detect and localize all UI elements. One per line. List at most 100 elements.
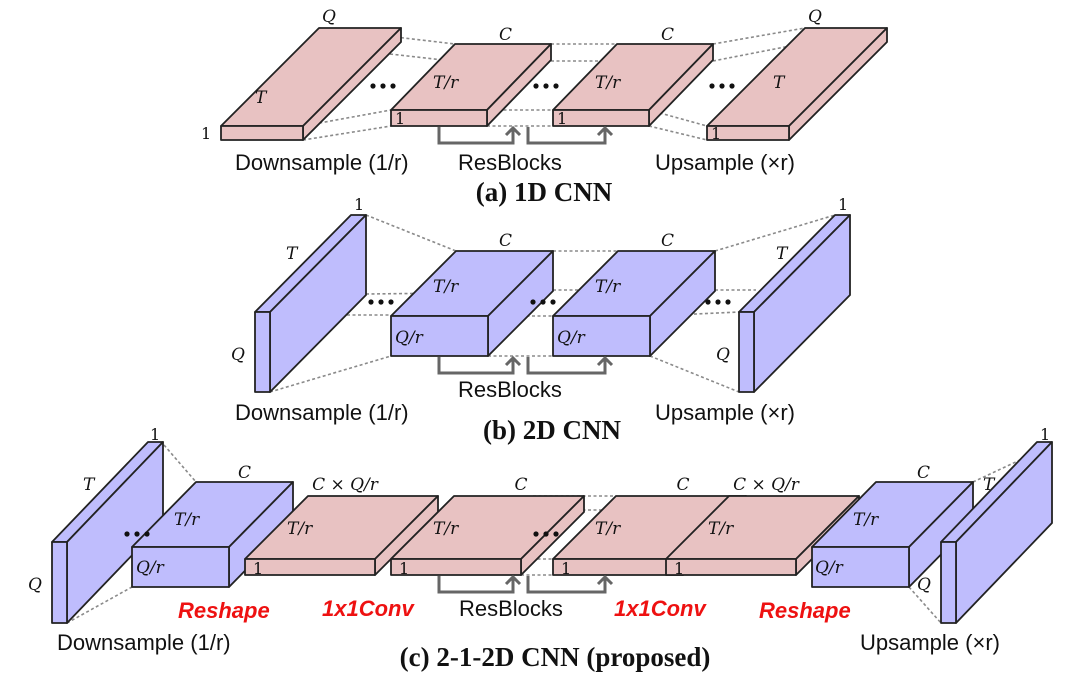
panel-a-downsample-label: Downsample (1/r): [235, 150, 409, 175]
panel-c-resblock-1-depth-label: T/r: [433, 519, 459, 539]
skip-arrowhead: [596, 574, 614, 586]
skip-arrowhead: [596, 355, 614, 367]
panel-c-reshaped-out-block-front-face: [665, 558, 797, 576]
panel-a-ellipsis-2: [533, 83, 559, 89]
ellipsis-dot: [705, 299, 711, 305]
panel-a-resblock-2-width-label: C: [661, 25, 674, 45]
text-labels: Downsample (1/r) ResBlocks Upsample (×r)…: [28, 7, 1050, 672]
skip-path: [526, 127, 607, 145]
panel-b-resblock-2-front-face: [552, 315, 651, 357]
panel-a-resblock-2-depth-label: T/r: [595, 73, 621, 93]
ellipsis-dot: [134, 531, 140, 537]
ellipsis-dot: [378, 299, 384, 305]
panel-a-output-block: [706, 27, 888, 141]
panel-c-conv-in-label: 1x1Conv: [322, 596, 415, 621]
panel-c-pre-upsample-height-label: Q/r: [815, 558, 844, 578]
panel-c-ellipsis-1: [124, 531, 150, 537]
ellipsis-dot: [124, 531, 130, 537]
panel-c-output-block: [940, 441, 1053, 624]
panel-b-caption: (b) 2D CNN: [483, 415, 621, 445]
connector-line: [649, 311, 740, 317]
connector-line: [648, 125, 708, 141]
panel-c-input-depth-label: T: [83, 475, 96, 495]
connector-line: [365, 214, 457, 252]
panel-c-reshaped-out-block-depth-label: T/r: [708, 519, 734, 539]
panel-b-resblock-2: [552, 250, 716, 357]
panel-c-resblock-2-depth-label: T/r: [595, 519, 621, 539]
panel-c-resblock-2-height-label: 1: [561, 559, 571, 578]
panel-b-output-height-label: Q: [716, 345, 730, 365]
panel-c-reshaped-out-block-width-label: C × Q/r: [733, 475, 800, 495]
connector-line: [908, 586, 942, 624]
panel-b-output-block-front-face: [738, 311, 755, 393]
ellipsis-dot: [530, 299, 536, 305]
panel-a-input-block: [220, 27, 402, 141]
panel-b-output-block: [738, 214, 851, 393]
panel-c-downsampled-width-label: C: [238, 463, 251, 483]
panel-b-input-height-label: Q: [231, 345, 245, 365]
panel-c-resblock-1-front-face: [390, 558, 522, 576]
panel-b-output-block-side-face: [753, 214, 851, 393]
panel-b-resblock-1-height-label: Q/r: [395, 328, 424, 348]
panel-a-upsample-label: Upsample (×r): [655, 150, 795, 175]
panel-b-resblock-1-depth-label: T/r: [433, 277, 459, 297]
panel-c-output-block-side-face: [955, 441, 1053, 624]
connector-line: [648, 109, 708, 127]
panel-c-reshaped-out-block-height-label: 1: [674, 559, 684, 578]
panel-c-reshaped-in-block-width-label: C × Q/r: [312, 475, 379, 495]
panel-b-skip-2: [526, 355, 614, 375]
ellipsis-dot: [380, 83, 386, 89]
ellipsis-dot: [543, 531, 549, 537]
panel-a-resblock-2-front-face: [552, 109, 650, 127]
ellipsis-dot: [553, 83, 559, 89]
ellipsis-dot: [144, 531, 150, 537]
panel-a-ellipsis-3: [709, 83, 735, 89]
ellipsis-dot: [533, 83, 539, 89]
panel-c-resblock-1: [390, 495, 585, 576]
panel-b-output-width-label: 1: [838, 195, 848, 214]
skip-arrowhead: [504, 125, 522, 137]
panel-a-resblock-1: [390, 43, 552, 127]
panel-c-output-depth-label: T: [983, 475, 996, 495]
panel-a-input-block-front-face: [220, 125, 304, 141]
panel-a-output-block-front-face: [706, 125, 790, 141]
skip-path: [437, 357, 515, 375]
panel-c-reshape-out-label: Reshape: [759, 598, 851, 623]
ellipsis-dot: [709, 83, 715, 89]
panel-c-pre-upsample-width-label: C: [917, 463, 930, 483]
ellipsis-dot: [368, 299, 374, 305]
panel-b-resblocks-label: ResBlocks: [458, 377, 562, 402]
skip-connections: [437, 125, 614, 594]
panel-c-output-width-label: 1: [1040, 425, 1050, 444]
ellipsis-dot: [390, 83, 396, 89]
panel-a-caption: (a) 1D CNN: [476, 177, 613, 207]
panel-b-skip-1: [437, 355, 522, 375]
panel-c-input-width-label: 1: [150, 425, 160, 444]
panel-c-downsampled-height-label: Q/r: [136, 558, 165, 578]
panel-a-skip-1: [437, 125, 522, 145]
ellipsis-dot: [543, 83, 549, 89]
panel-c-skip-1: [437, 574, 522, 594]
panel-a-resblock-1-width-label: C: [499, 25, 512, 45]
panel-c-reshaped-in-block: [244, 495, 439, 576]
panel-c-input-height-label: Q: [28, 575, 42, 595]
connector-line: [269, 355, 392, 393]
panel-c-downsample-label: Downsample (1/r): [57, 630, 231, 655]
panel-a-output-depth-label: T: [773, 73, 786, 93]
panel-b-input-block-front-face: [254, 311, 271, 393]
panel-a-input-depth-label: T: [255, 88, 268, 108]
panel-a-input-block-top-face: [220, 27, 402, 127]
connector-line: [66, 586, 133, 624]
ellipsis-dot: [715, 299, 721, 305]
panel-c-upsample-label: Upsample (×r): [860, 630, 1000, 655]
panel-c-input-block-front-face: [51, 541, 68, 624]
panel-b-resblock-1: [390, 250, 554, 357]
skip-path: [437, 576, 515, 594]
panel-b-input-depth-label: T: [286, 244, 299, 264]
connector-line: [163, 444, 197, 483]
panel-b-resblock-2-width-label: C: [661, 231, 674, 251]
panel-a-input-width-label: Q: [322, 7, 336, 27]
panel-b-input-width-label: 1: [354, 195, 364, 214]
skip-path: [437, 127, 515, 145]
